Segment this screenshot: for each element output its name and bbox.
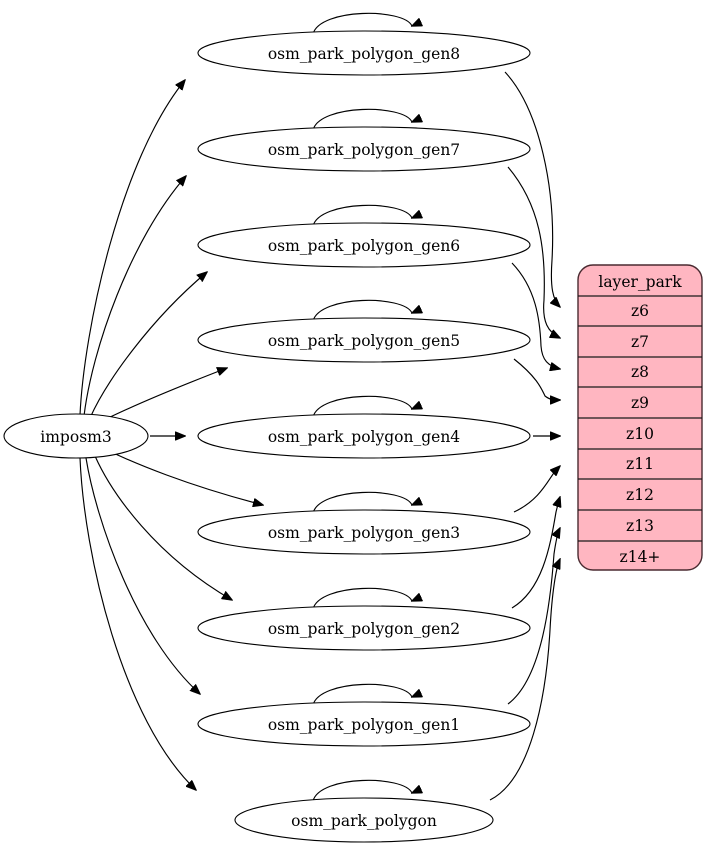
edge-imposm3-to-gen8 [79,80,185,416]
node-gen3[interactable]: osm_park_polygon_gen3 [197,509,531,555]
layer-park-row-z9[interactable]: z9 [631,394,649,412]
gen7-ellipse[interactable] [197,126,531,172]
layer-park-row-z14plus[interactable]: z14+ [620,548,661,566]
gen4-ellipse[interactable] [197,413,531,459]
gen2-ellipse[interactable] [197,605,531,651]
self-loop-base [312,779,412,802]
gen5-ellipse[interactable] [197,317,531,363]
layer-park-header: layer_park [598,273,682,291]
edge-gen1-to-z13 [507,528,560,705]
node-gen4[interactable]: osm_park_polygon_gen4 [197,413,531,459]
layer-park-row-z12[interactable]: z12 [626,486,654,504]
edge-imposm3-to-gen6 [89,272,207,419]
node-gen2[interactable]: osm_park_polygon_gen2 [197,605,531,651]
node-base[interactable]: osm_park_polygon [234,797,494,843]
self-loop-gen2 [312,587,412,610]
gen6-label: osm_park_polygon_gen6 [268,237,460,255]
edge-imposm3-to-gen5 [99,368,227,423]
gen3-ellipse[interactable] [197,509,531,555]
layer-park-dividers [578,295,702,542]
edge-gen3-to-z11 [513,466,560,513]
node-gen6[interactable]: osm_park_polygon_gen6 [197,222,531,268]
node-layer-park-table[interactable]: layer_park z6 z7 z8 z9 z10 z11 z12 z13 z… [577,264,703,571]
layer-park-row-z10[interactable]: z10 [626,425,654,443]
gen1-ellipse[interactable] [197,701,531,747]
self-loop-gen4 [312,395,412,418]
gen3-label: osm_park_polygon_gen3 [268,524,460,542]
edge-imposm3-to-gen1 [85,457,200,694]
edge-gen8-to-z6 [504,71,560,307]
self-loop-gen3 [312,491,412,514]
edge-imposm3-to-gen3 [106,449,263,505]
layer-park-row-z11[interactable]: z11 [626,455,654,473]
edge-imposm3-to-gen2 [94,455,232,600]
self-loop-gen6 [312,204,412,227]
edges-to-layer-park [489,71,560,801]
self-loop-gen8 [312,12,412,35]
node-gen5[interactable]: osm_park_polygon_gen5 [197,317,531,363]
node-imposm3[interactable]: imposm3 [3,413,149,459]
gen5-label: osm_park_polygon_gen5 [268,332,460,350]
gen7-label: osm_park_polygon_gen7 [268,141,460,159]
edge-gen2-to-z12 [511,497,560,609]
edge-gen7-to-z7 [507,166,560,338]
base-ellipse[interactable] [234,797,494,843]
node-gen8[interactable]: osm_park_polygon_gen8 [197,30,531,76]
self-loop-edges [312,12,412,802]
base-label: osm_park_polygon [291,812,437,830]
imposm3-label: imposm3 [40,428,111,446]
layer-park-row-z13[interactable]: z13 [626,517,654,535]
gen2-label: osm_park_polygon_gen2 [268,620,460,638]
edge-imposm3-to-gen7 [83,176,186,417]
self-loop-gen5 [312,299,412,322]
gen4-label: osm_park_polygon_gen4 [268,428,460,446]
layer-park-row-z8[interactable]: z8 [631,363,649,381]
edge-imposm3-to-base [79,457,196,790]
self-loop-gen1 [312,683,412,706]
gen8-label: osm_park_polygon_gen8 [268,45,460,63]
edge-gen5-to-z9 [513,358,560,400]
self-loop-gen7 [312,108,412,131]
gen8-ellipse[interactable] [197,30,531,76]
layer-park-row-z7[interactable]: z7 [631,333,649,351]
edge-base-to-z14plus [489,559,560,801]
edge-gen6-to-z8 [511,262,560,369]
node-gen7[interactable]: osm_park_polygon_gen7 [197,126,531,172]
gen1-label: osm_park_polygon_gen1 [268,716,460,734]
edges-from-imposm3 [79,80,263,790]
layer-park-row-z6[interactable]: z6 [631,302,649,320]
node-gen1[interactable]: osm_park_polygon_gen1 [197,701,531,747]
imposm3-ellipse[interactable] [3,413,149,459]
gen6-ellipse[interactable] [197,222,531,268]
